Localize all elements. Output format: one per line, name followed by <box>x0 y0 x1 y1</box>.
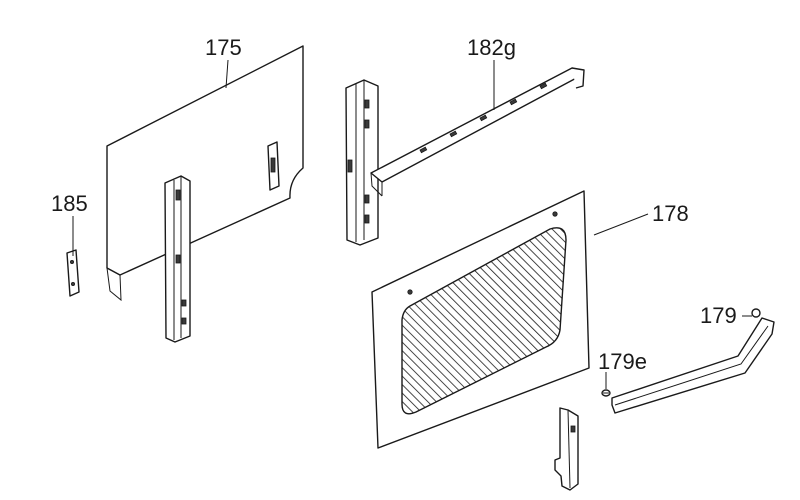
leader-178 <box>593 213 649 236</box>
callout-179e: 179e <box>598 349 647 374</box>
bottom-hinge-bracket <box>554 407 579 491</box>
part-175-hinge-rail <box>164 175 191 343</box>
part-179-handle <box>611 308 775 414</box>
callout-182g: 182g <box>467 35 516 60</box>
part-178-glass-door <box>371 190 590 449</box>
part-182g-side-rail <box>345 79 379 246</box>
leader-lines <box>72 59 752 389</box>
part-182g-cross-bar <box>370 67 585 197</box>
callout-178: 178 <box>652 201 689 226</box>
part-185-clip <box>66 249 80 297</box>
part-179e-screw <box>601 389 611 397</box>
callout-179: 179 <box>700 303 737 328</box>
part-175-inner-panel <box>106 45 304 302</box>
callout-175: 175 <box>205 35 242 60</box>
leader-175 <box>225 59 229 89</box>
callout-185: 185 <box>51 191 88 216</box>
